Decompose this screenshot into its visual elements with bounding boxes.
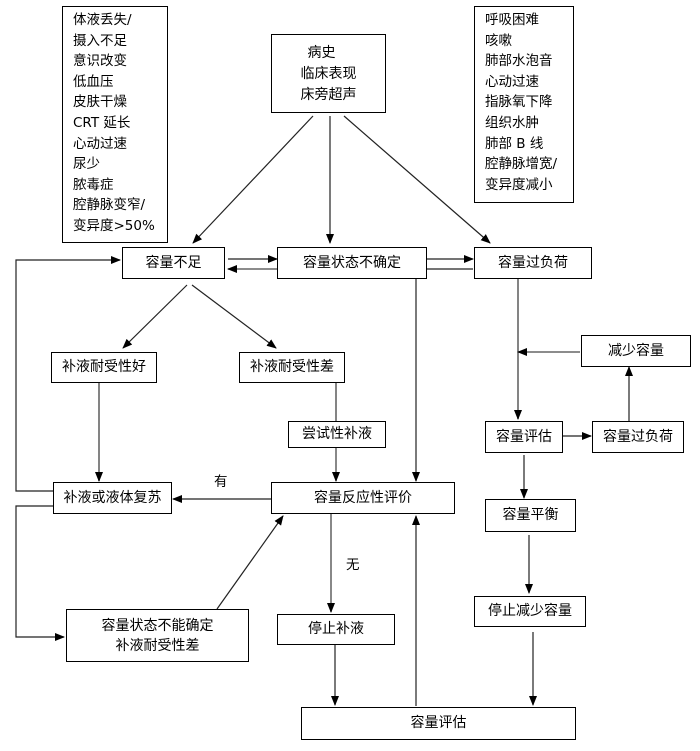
node-resuscitation: 补液或液体复苏 (53, 482, 172, 514)
assessment-item: 临床表现 (300, 66, 357, 82)
node-overload-assessment: 容量评估 (485, 421, 563, 453)
node-poor-tolerance: 补液耐受性差 (239, 352, 345, 383)
node-overload: 容量过负荷 (474, 247, 592, 279)
hypovolemia-sign: 变异度>50% (73, 217, 155, 234)
node-good-tolerance: 补液耐受性好 (51, 352, 157, 383)
node-responsiveness: 容量反应性评价 (271, 482, 455, 514)
overload-sign: 组织水肿 (485, 114, 539, 131)
edge-label-yes: 有 (214, 474, 228, 490)
node-hypovolemia: 容量不足 (122, 247, 225, 279)
edge-resuscitation-to-hypovolemia (15, 256, 121, 492)
edge-resuscitation-to-uncertain-poor (15, 505, 65, 641)
hypovolemia-signs-list: 体液丢失/ 摄入不足 意识改变 低血压 皮肤干燥 CRT 延长 心动过速 尿少 … (62, 6, 168, 243)
edge-hypovolemia-to-good (122, 284, 188, 349)
node-overload-repeat: 容量过负荷 (592, 421, 684, 453)
overload-signs-list: 呼吸困难 咳嗽 肺部水泡音 心动过速 指脉氧下降 组织水肿 肺部 B 线 腔静脉… (474, 6, 574, 203)
hypovolemia-sign: 低血压 (73, 73, 114, 90)
node-uncertain-poor-tolerance: 容量状态不能确定 补液耐受性差 (66, 609, 249, 662)
hypovolemia-sign: 腔静脉变窄/ (73, 197, 146, 214)
hypovolemia-sign: 尿少 (73, 156, 100, 173)
overload-sign: 咳嗽 (485, 32, 512, 49)
hypovolemia-sign: CRT 延长 (73, 114, 131, 131)
hypovolemia-sign: 体液丢失/ (73, 12, 132, 28)
hypovolemia-sign: 摄入不足 (73, 32, 127, 49)
node-stop-fluid: 停止补液 (277, 614, 395, 645)
node-stop-reduce: 停止减少容量 (474, 596, 586, 627)
node-uncertain: 容量状态不确定 (277, 247, 427, 279)
node-balance: 容量平衡 (485, 499, 576, 532)
node-uncertain-poor-line1: 容量状态不能确定 (101, 617, 214, 634)
overload-sign: 心动过速 (485, 73, 539, 90)
node-uncertain-poor-line2: 补液耐受性差 (115, 637, 200, 654)
node-trial-fluid: 尝试性补液 (288, 421, 386, 448)
assessment-item: 床旁超声 (300, 87, 357, 103)
assessment-item: 病史 (307, 45, 336, 61)
node-reduce-volume: 减少容量 (581, 335, 691, 367)
hypovolemia-sign: 脓毒症 (73, 176, 114, 193)
edge-assessment-to-overload (343, 115, 491, 244)
overload-sign: 呼吸困难 (485, 12, 539, 28)
edge-label-no: 无 (346, 557, 360, 573)
assessment-box: 病史 临床表现 床旁超声 (271, 34, 386, 113)
overload-sign: 肺部 B 线 (485, 135, 544, 152)
edge-uncertain-poor-to-responsiveness (216, 515, 284, 610)
node-final-assessment: 容量评估 (301, 707, 576, 740)
hypovolemia-sign: 皮肤干燥 (73, 94, 127, 111)
overload-sign: 腔静脉增宽/ (485, 156, 558, 173)
hypovolemia-sign: 意识改变 (73, 53, 127, 70)
overload-sign: 变异度减小 (485, 176, 553, 193)
hypovolemia-sign: 心动过速 (73, 135, 127, 152)
overload-sign: 肺部水泡音 (485, 53, 553, 70)
edge-assessment-to-hypovolemia (192, 115, 314, 244)
overload-sign: 指脉氧下降 (485, 94, 553, 111)
edge-hypovolemia-to-poor (191, 284, 277, 349)
